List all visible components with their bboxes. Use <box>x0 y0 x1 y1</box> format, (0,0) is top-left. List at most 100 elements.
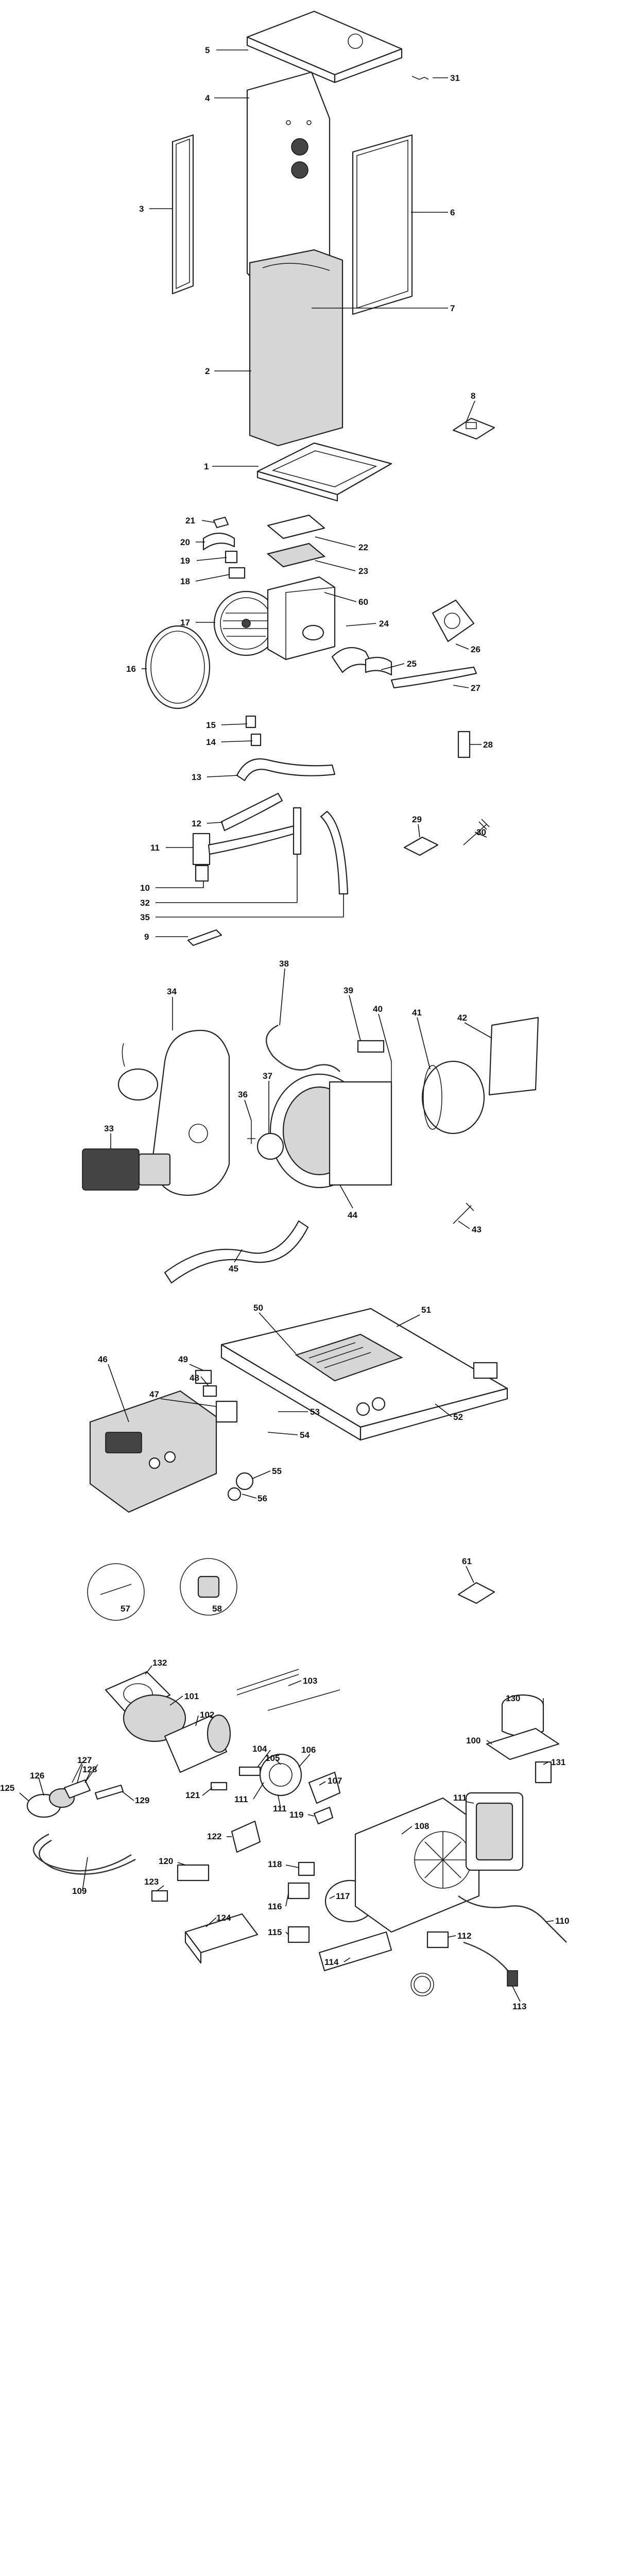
callout-24: 24 <box>379 619 389 629</box>
callout-31: 31 <box>450 73 460 83</box>
cable-38-part <box>265 1024 340 1072</box>
callout-58: 58 <box>212 1604 222 1614</box>
callout-15: 15 <box>206 720 216 730</box>
oil-burner-section <box>26 1669 567 1996</box>
connector-part <box>356 1402 370 1416</box>
clip-part <box>411 76 429 80</box>
fitting-19-part <box>225 550 238 564</box>
callout-116: 116 <box>268 1902 282 1911</box>
leader-lines <box>19 49 554 2002</box>
callout-29: 29 <box>412 815 422 824</box>
pipe-13-part <box>236 758 336 782</box>
callout-120: 120 <box>159 1856 173 1866</box>
callout-128: 128 <box>82 1765 97 1774</box>
pin-121-part <box>210 1782 228 1791</box>
sensor-21-part <box>213 516 229 529</box>
callout-7: 7 <box>450 303 455 313</box>
callout-132: 132 <box>152 1658 167 1668</box>
hose-35-part <box>320 810 349 895</box>
callout-1: 1 <box>204 462 209 471</box>
pump-group-part <box>26 1761 124 1818</box>
electrode-30-part <box>463 819 490 845</box>
callout-52: 52 <box>453 1412 463 1422</box>
burner-section <box>82 1016 539 1284</box>
controller-part <box>89 1390 217 1513</box>
pipe-27-part <box>390 666 477 689</box>
relay-115-part <box>287 1926 310 1943</box>
bracket-part <box>452 417 495 440</box>
sight-glass-part <box>117 1068 159 1101</box>
callout-50: 50 <box>253 1303 263 1313</box>
bracket-52-part <box>473 1362 498 1379</box>
mounting-plate-part <box>220 1308 508 1441</box>
callout-111b: 111 <box>453 1793 467 1803</box>
probe-part <box>122 1043 125 1067</box>
blast-tube-part <box>164 1714 231 1773</box>
callout-27: 27 <box>471 683 480 693</box>
callout-46: 46 <box>98 1354 108 1364</box>
callout-4: 4 <box>205 93 210 103</box>
callout-41: 41 <box>412 1008 422 1018</box>
block-120-part <box>177 1864 210 1882</box>
callout-117: 117 <box>336 1891 350 1901</box>
callout-51: 51 <box>421 1305 431 1315</box>
callout-111c: 111 <box>273 1804 287 1814</box>
callout-61: 61 <box>462 1556 472 1566</box>
chamber-part <box>269 1073 392 1189</box>
callout-45: 45 <box>229 1264 238 1274</box>
callout-20: 20 <box>180 537 190 547</box>
callout-104: 104 <box>252 1744 267 1754</box>
callout-55: 55 <box>272 1466 282 1476</box>
left-panel-part <box>171 134 194 295</box>
pin-36-part <box>247 1121 255 1144</box>
knob-56-part <box>227 1487 242 1501</box>
knob-55-part <box>235 1472 254 1490</box>
back-panel-part <box>246 71 331 297</box>
cover-123-part <box>151 1890 168 1902</box>
callout-38: 38 <box>279 959 289 969</box>
callout-106: 106 <box>301 1745 316 1755</box>
callout-126: 126 <box>30 1771 44 1781</box>
bracket-122-part <box>231 1820 261 1853</box>
callout-19: 19 <box>180 556 190 566</box>
bracket-9-part <box>187 929 222 946</box>
pipe-12-part <box>220 792 283 832</box>
callout-100: 100 <box>466 1736 480 1745</box>
transformer-part <box>184 1913 259 1964</box>
bracket-114-part <box>318 1931 392 1972</box>
callout-57: 57 <box>121 1604 130 1614</box>
callout-30: 30 <box>476 827 486 837</box>
plug-113-part <box>463 1941 518 1987</box>
callout-40: 40 <box>373 1004 383 1014</box>
callout-2: 2 <box>205 366 210 376</box>
callout-60: 60 <box>358 597 368 607</box>
callout-125: 125 <box>0 1783 14 1793</box>
front-panel-part <box>249 249 344 447</box>
callout-35: 35 <box>140 912 150 922</box>
bracket-107-part <box>308 1771 341 1804</box>
callout-33: 33 <box>104 1124 114 1133</box>
callout-36: 36 <box>238 1090 248 1099</box>
bracket-119-part <box>313 1806 334 1825</box>
callout-112: 112 <box>457 1931 471 1941</box>
callout-5: 5 <box>205 45 210 55</box>
gasket-22-part <box>267 514 325 539</box>
callout-26: 26 <box>471 645 480 654</box>
callout-105: 105 <box>265 1753 280 1763</box>
rods-103-part <box>236 1669 340 1711</box>
connector2-part <box>371 1397 386 1411</box>
callout-39: 39 <box>344 986 353 995</box>
callout-37: 37 <box>263 1071 272 1081</box>
terminal-47-part <box>215 1400 238 1423</box>
callout-28: 28 <box>483 740 493 750</box>
detail-58 <box>180 1558 237 1616</box>
callout-32: 32 <box>140 898 150 908</box>
callout-10: 10 <box>140 883 150 893</box>
callout-25: 25 <box>407 659 417 669</box>
callout-3: 3 <box>139 204 144 214</box>
callout-34: 34 <box>167 987 177 996</box>
callout-108: 108 <box>415 1821 429 1831</box>
relay-48-part <box>202 1385 217 1397</box>
detail-57 <box>87 1563 145 1621</box>
callout-131: 131 <box>551 1757 565 1767</box>
